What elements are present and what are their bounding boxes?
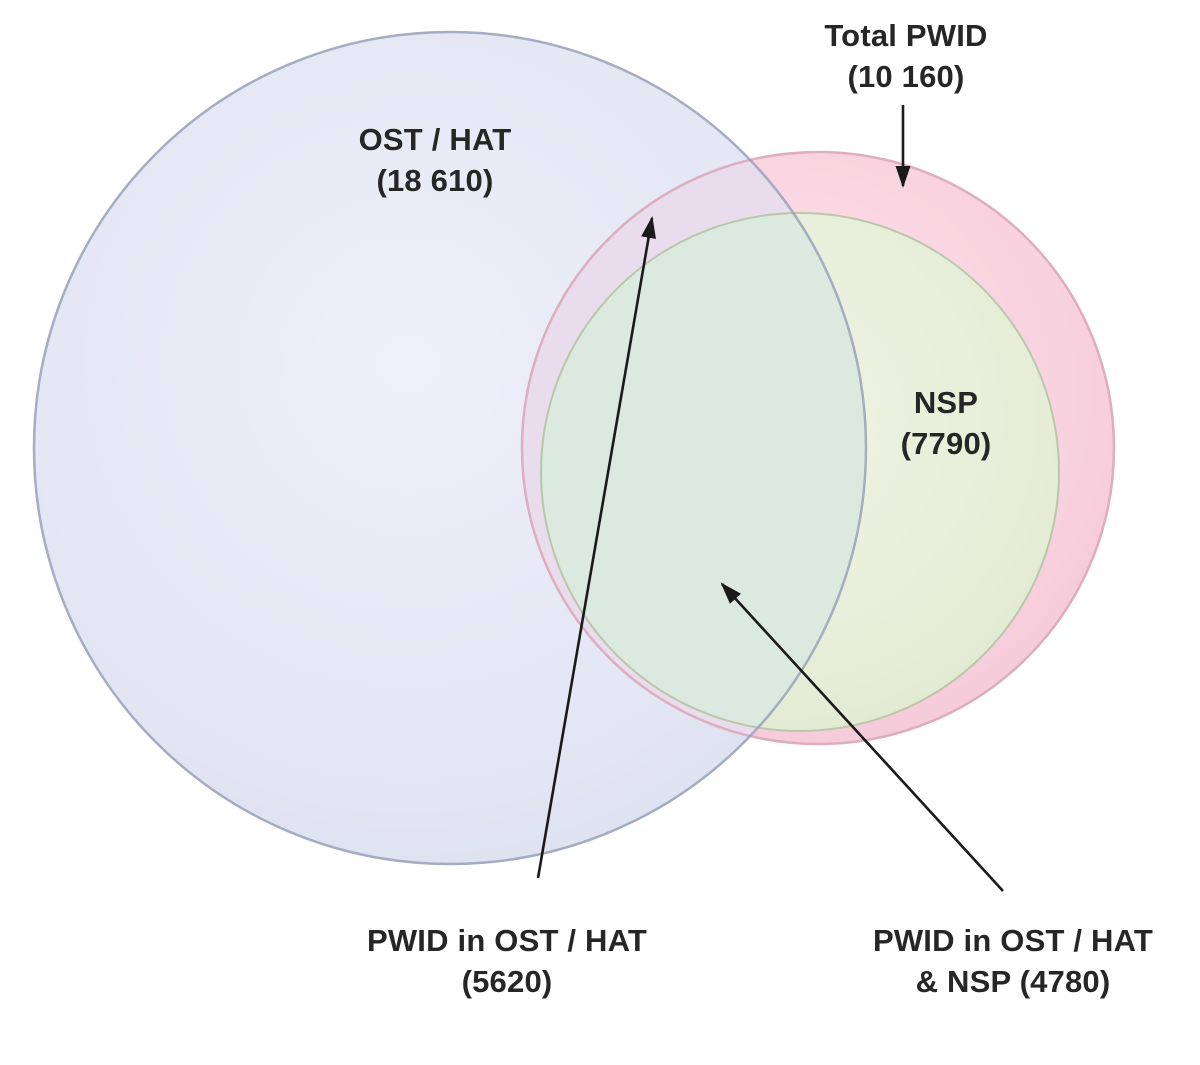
ost-hat-label-value: (18 610) <box>376 162 494 198</box>
total-pwid-label: Total PWID (10 160) <box>824 16 987 98</box>
pwid-in-ost-hat-label: PWID in OST / HAT (5620) <box>367 921 647 1003</box>
arrow-pwid-in-ost-hat-and-nsp <box>720 582 1004 892</box>
arrow-pwid-in-ost-hat <box>536 216 656 879</box>
pwid-in-ost-hat-and-nsp-label-value: & NSP (4780) <box>915 963 1111 999</box>
ost-hat-label-title: OST / HAT <box>358 122 512 157</box>
total-pwid-circle-rim <box>520 150 1116 746</box>
nsp-label: NSP (7790) <box>901 383 992 465</box>
ost-hat-label: OST / HAT (18 610) <box>359 120 512 202</box>
total-pwid-label-title: Total PWID <box>824 18 988 53</box>
pwid-in-ost-hat-and-nsp-label: PWID in OST / HAT & NSP (4780) <box>873 921 1153 1003</box>
nsp-label-title: NSP <box>913 385 979 420</box>
pwid-in-ost-hat-and-nsp-label-title: PWID in OST / HAT <box>872 923 1154 958</box>
overlap-pwid-in-ost-hat-and-nsp <box>540 212 867 732</box>
ost-hat-circle-rim <box>32 30 868 866</box>
total-pwid-label-value: (10 160) <box>847 58 965 94</box>
pwid-in-ost-hat-label-title: PWID in OST / HAT <box>366 923 648 958</box>
nsp-circle-rim <box>540 212 1060 732</box>
nsp-label-value: (7790) <box>900 425 992 461</box>
pwid-in-ost-hat-label-value: (5620) <box>461 963 553 999</box>
